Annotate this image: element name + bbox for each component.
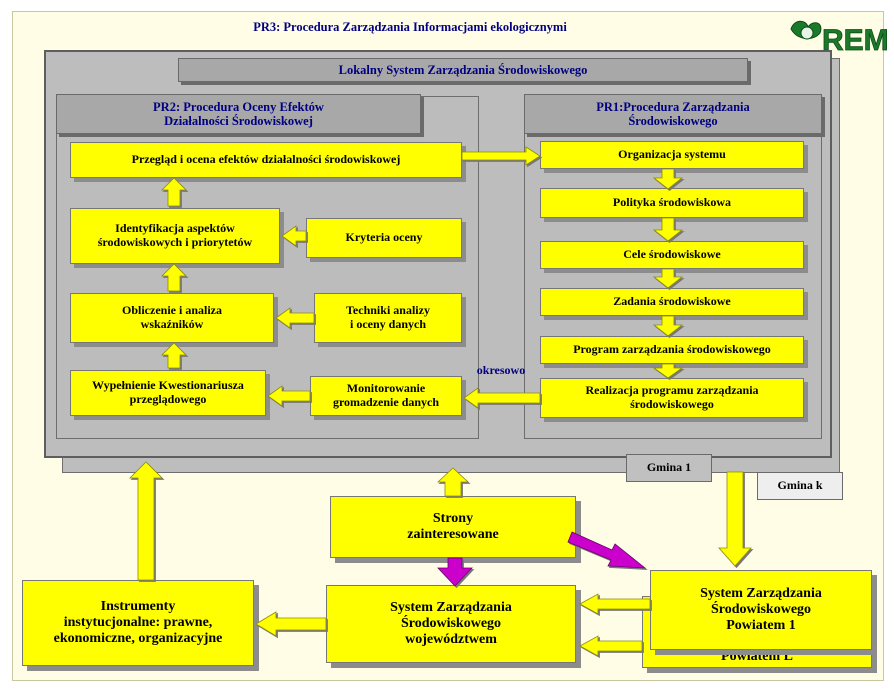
arrow-realizacja-monitorowanie xyxy=(463,387,541,409)
gmina-1-label: Gmina 1 xyxy=(626,454,712,482)
lokalny-system-header: Lokalny System Zarządzania Środowiskoweg… xyxy=(178,58,748,82)
arrow-strony-powiat xyxy=(567,531,647,569)
box-powiat-1-line1: System Zarządzania xyxy=(700,585,822,601)
arrow-gmina-powiat xyxy=(718,471,752,567)
box-techniki-line2: i oceny danych xyxy=(349,317,426,331)
box-techniki: Techniki analizy i oceny danych xyxy=(314,293,462,343)
arrow-down-4 xyxy=(652,315,684,337)
box-identyfikacja-line1: Identyfikacja aspektów xyxy=(115,221,235,236)
pr2-header: PR2: Procedura Oceny Efektów Działalnośc… xyxy=(56,94,421,134)
pr1-header-line2: Środowiskowego xyxy=(628,114,718,128)
box-powiat-1-line3: Powiatem 1 xyxy=(726,618,796,634)
box-identyfikacja-line2: środowiskowych i priorytetów xyxy=(97,235,253,249)
box-obliczenie: Obliczenie i analiza wskaźników xyxy=(70,293,274,343)
gmina-k-label: Gmina k xyxy=(757,472,843,500)
arrow-powiatL-woj xyxy=(579,635,643,657)
pr2-header-line2: Działalności Środowiskowej xyxy=(164,114,313,128)
box-instrumenty: Instrumenty instytucjonalne: prawne, eko… xyxy=(22,580,254,666)
box-kryteria: Kryteria oceny xyxy=(306,218,462,258)
box-wypelnienie-line2: przeglądowego xyxy=(129,392,207,406)
box-przeglad: Przegląd i ocena efektów działalności śr… xyxy=(70,142,462,178)
box-identyfikacja: Identyfikacja aspektów środowiskowych i … xyxy=(70,208,280,264)
box-wojewodztwo-line1: System Zarządzania xyxy=(390,599,512,615)
arrow-down-2 xyxy=(652,217,684,242)
arrow-left-kryteria xyxy=(281,225,307,247)
arrow-down-1 xyxy=(652,168,684,190)
box-monitorowanie-line2: gromadzenie danych xyxy=(332,395,440,409)
box-wypelnienie: Wypełnienie Kwestionariusza przeglądoweg… xyxy=(70,370,266,416)
box-instrumenty-line3: ekonomiczne, organizacyjne xyxy=(53,631,223,647)
arrow-strony-wojewodztwo xyxy=(437,557,473,587)
rema-logo: REMA xyxy=(788,15,894,57)
arrow-przeglad-organizacja xyxy=(461,146,541,166)
box-realizacja-line2: środowiskowego xyxy=(630,397,714,411)
box-strony-line1: Strony xyxy=(432,510,474,526)
box-obliczenie-line2: wskaźników xyxy=(140,317,204,331)
box-realizacja: Realizacja programu zarządzania środowis… xyxy=(540,378,804,418)
arrow-down-3 xyxy=(652,268,684,289)
box-wojewodztwo-line2: Środowiskowego xyxy=(400,615,502,631)
box-realizacja-line1: Realizacja programu zarządzania xyxy=(585,383,759,398)
pr1-header-line1: PR1:Procedura Zarządzania xyxy=(596,99,750,114)
arrow-up-1 xyxy=(161,177,187,207)
box-zadania: Zadania środowiskowe xyxy=(540,288,804,316)
box-polityka: Polityka środowiskowa xyxy=(540,188,804,218)
box-cele: Cele środowiskowe xyxy=(540,241,804,269)
box-wojewodztwo: System Zarządzania Środowiskowego wojewó… xyxy=(326,585,576,663)
arrow-left-monitorowanie xyxy=(267,385,311,407)
box-powiat-1: System Zarządzania Środowiskowego Powiat… xyxy=(650,570,872,650)
svg-text:REMA: REMA xyxy=(822,24,888,57)
box-instrumenty-line2: instytucjonalne: prawne, xyxy=(63,614,213,630)
box-program: Program zarządzania środowiskowego xyxy=(540,336,804,364)
box-strony: Strony zainteresowane xyxy=(330,496,576,558)
pr1-header: PR1:Procedura Zarządzania Środowiskowego xyxy=(524,94,822,134)
box-powiat-1-line2: Środowiskowego xyxy=(710,601,812,617)
pr2-header-line1: PR2: Procedura Oceny Efektów xyxy=(153,99,324,114)
box-monitorowanie-line1: Monitorowanie xyxy=(346,381,426,396)
arrow-left-techniki xyxy=(275,307,315,329)
box-instrumenty-line1: Instrumenty xyxy=(100,598,176,614)
box-strony-line2: zainteresowane xyxy=(407,527,499,542)
rema-logo-icon: REMA xyxy=(790,20,894,57)
okresowo-label: okresowo xyxy=(476,363,526,378)
box-obliczenie-line1: Obliczenie i analiza xyxy=(122,303,222,318)
arrow-up-3 xyxy=(161,342,187,369)
box-wypelnienie-line1: Wypełnienie Kwestionariusza xyxy=(92,378,244,393)
arrow-down-5 xyxy=(652,363,684,379)
arrow-up-2 xyxy=(161,263,187,292)
box-monitorowanie: Monitorowanie gromadzenie danych xyxy=(310,376,462,416)
arrow-powiat1-woj xyxy=(579,593,651,615)
arrow-woj-instrumenty xyxy=(255,611,327,637)
arrow-instrumenty-up xyxy=(129,461,163,581)
box-wojewodztwo-line3: województwem xyxy=(405,632,497,648)
arrow-strony-up xyxy=(436,467,470,497)
box-organizacja: Organizacja systemu xyxy=(540,141,804,169)
box-techniki-line1: Techniki analizy xyxy=(346,303,430,318)
diagram-title: PR3: Procedura Zarządzania Informacjami … xyxy=(253,19,567,34)
